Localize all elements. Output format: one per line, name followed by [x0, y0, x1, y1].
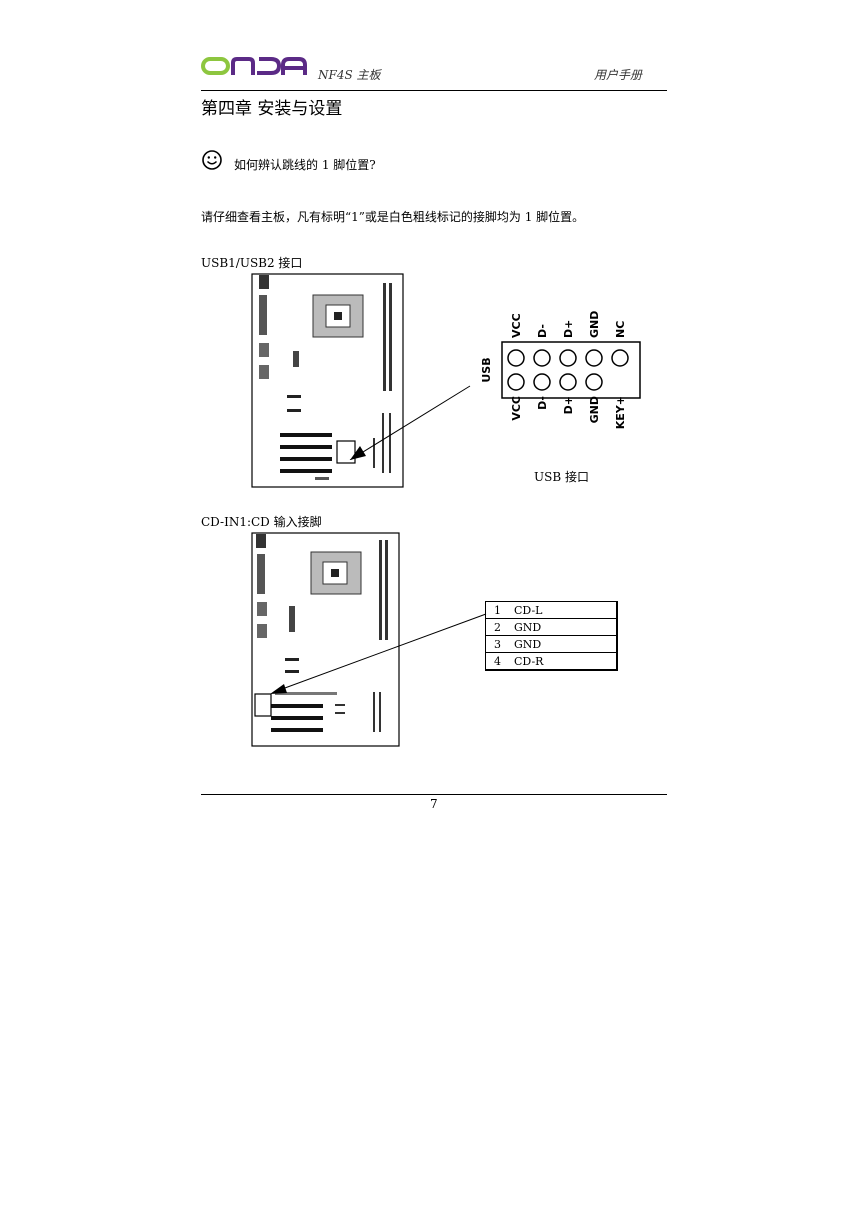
usb-top-pins: [507, 349, 629, 367]
usb-bottom-pin-2: D-: [536, 396, 549, 410]
usb-section-title: USB1/USB2 接口: [201, 256, 303, 270]
usb-top-pin-2: D-: [536, 324, 549, 338]
smiley-icon: [202, 150, 222, 170]
usb-top-pin-1: VCC: [510, 313, 523, 338]
usb-bottom-pin-5: KEY+: [614, 396, 627, 429]
usb-bottom-pin-1: VCC: [510, 396, 523, 421]
pin-number: 4: [494, 654, 501, 668]
table-row: 1 CD-L: [485, 601, 618, 619]
pin-name: GND: [514, 637, 542, 651]
usb-top-pin-4: GND: [588, 311, 601, 338]
usb-bottom-pin-4: GND: [588, 396, 601, 423]
cd-section-title: CD-IN1:CD 输入接脚: [201, 515, 322, 529]
table-row: 4 CD-R: [485, 652, 618, 671]
pin-name: CD-R: [514, 654, 544, 668]
pin-name: GND: [514, 620, 542, 634]
cd-pointer-arrow: [270, 613, 487, 694]
header-rule: [201, 90, 667, 91]
usb-bottom-pins: [507, 373, 603, 391]
chapter-title: 第四章 安装与设置: [201, 99, 343, 119]
footer-rule: [201, 794, 667, 795]
instruction-paragraph: 请仔细查看主板，凡有标明“1”或是白色粗线标记的接脚均为 1 脚位置。: [201, 210, 585, 224]
usb-connector-label: USB: [480, 357, 493, 382]
pin-number: 2: [494, 620, 501, 634]
page-number: 7: [430, 797, 438, 811]
usb-caption: USB 接口: [534, 470, 589, 484]
pin-name: CD-L: [514, 603, 543, 617]
question-text: 如何辨认跳线的 1 脚位置?: [234, 158, 376, 172]
header-model: NF4S 主板: [318, 68, 381, 82]
usb-pinout-diagram: USB VCC D- D+ GND NC VCC D- D+ GND KEY+: [349, 311, 641, 460]
onda-logo: [201, 57, 307, 75]
motherboard-diagram-cd: [251, 532, 400, 747]
table-row: 2 GND: [485, 618, 618, 636]
motherboard-diagram-usb: [251, 273, 404, 488]
usb-top-pin-5: NC: [614, 321, 627, 338]
pin-number: 3: [494, 637, 501, 651]
pin-number: 1: [494, 603, 501, 617]
header-manual-title: 用户手册: [594, 68, 643, 82]
usb-bottom-pin-3: D+: [562, 396, 575, 414]
usb-top-pin-3: D+: [562, 320, 575, 338]
table-row: 3 GND: [485, 635, 618, 653]
